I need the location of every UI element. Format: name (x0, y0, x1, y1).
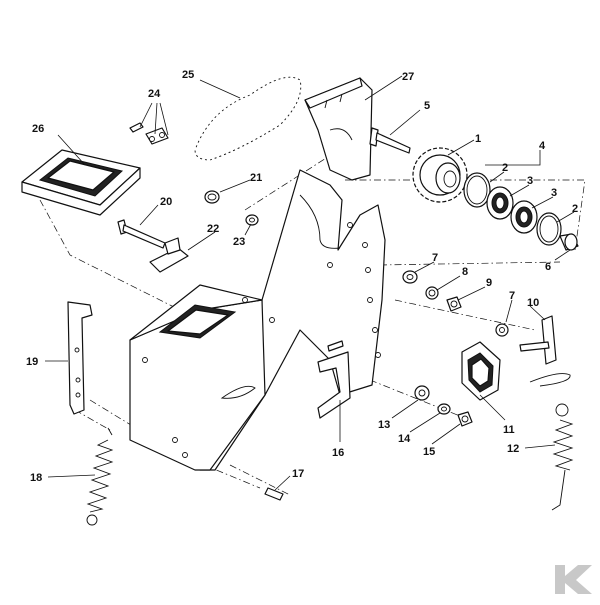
callout-15: 15 (423, 446, 435, 458)
callout-17: 17 (292, 468, 304, 480)
part-23-washer (245, 214, 259, 226)
callout-25: 25 (182, 69, 194, 81)
part-12-spring (551, 403, 574, 511)
callout-23: 23 (233, 236, 245, 248)
parts-7-8-9-fasteners (402, 270, 509, 337)
part-26-filter (21, 149, 141, 216)
callout-21: 21 (250, 172, 262, 184)
callout-2: 2 (572, 203, 578, 215)
callout-12: 12 (507, 443, 519, 455)
callout-3: 3 (551, 187, 557, 199)
callout-8: 8 (462, 266, 468, 278)
callout-3: 3 (527, 175, 533, 187)
callout-26: 26 (32, 123, 44, 135)
part-22-bracket (149, 237, 189, 273)
main-frame (129, 169, 386, 471)
part-6-bushing (559, 233, 579, 251)
part-24-chain-link (129, 122, 169, 145)
callout-20: 20 (160, 196, 172, 208)
callout-2: 2 (502, 162, 508, 174)
brand-logo-icon (555, 565, 592, 594)
callout-27: 27 (402, 71, 414, 83)
leader-lines (45, 75, 575, 491)
callout-1: 1 (475, 133, 481, 145)
part-18-spring (86, 427, 114, 526)
parts-13-14-15-fasteners (414, 385, 473, 427)
callout-18: 18 (30, 472, 42, 484)
callout-7: 7 (509, 290, 515, 302)
part-19-latch-plate (67, 301, 93, 415)
part-11-damper (461, 341, 501, 401)
callout-labels: 1 2 2 3 3 4 5 6 7 7 8 9 10 11 12 13 14 1… (26, 69, 578, 484)
part-21-ring (204, 190, 220, 204)
part-1-sprocket (412, 147, 468, 203)
part-25-roller-chain (193, 75, 302, 162)
callout-14: 14 (398, 433, 411, 445)
callout-7: 7 (432, 252, 438, 264)
callout-5: 5 (424, 100, 430, 112)
callout-9: 9 (486, 277, 492, 289)
parts-2-3-bearings (463, 172, 562, 246)
callout-10: 10 (527, 297, 539, 309)
callout-16: 16 (332, 447, 344, 459)
callout-22: 22 (207, 223, 219, 235)
part-27-chain-guard (304, 77, 373, 181)
callout-13: 13 (378, 419, 390, 431)
part-20-bolt (117, 219, 166, 249)
callout-24: 24 (148, 88, 161, 100)
part-10-pin (519, 315, 571, 387)
callout-11: 11 (503, 424, 515, 436)
callout-6: 6 (545, 261, 551, 273)
part-16-bracket (317, 340, 351, 419)
part-17-pin (264, 487, 284, 501)
part-5-bolt (369, 127, 411, 154)
callout-19: 19 (26, 356, 38, 368)
callout-4: 4 (539, 140, 546, 152)
